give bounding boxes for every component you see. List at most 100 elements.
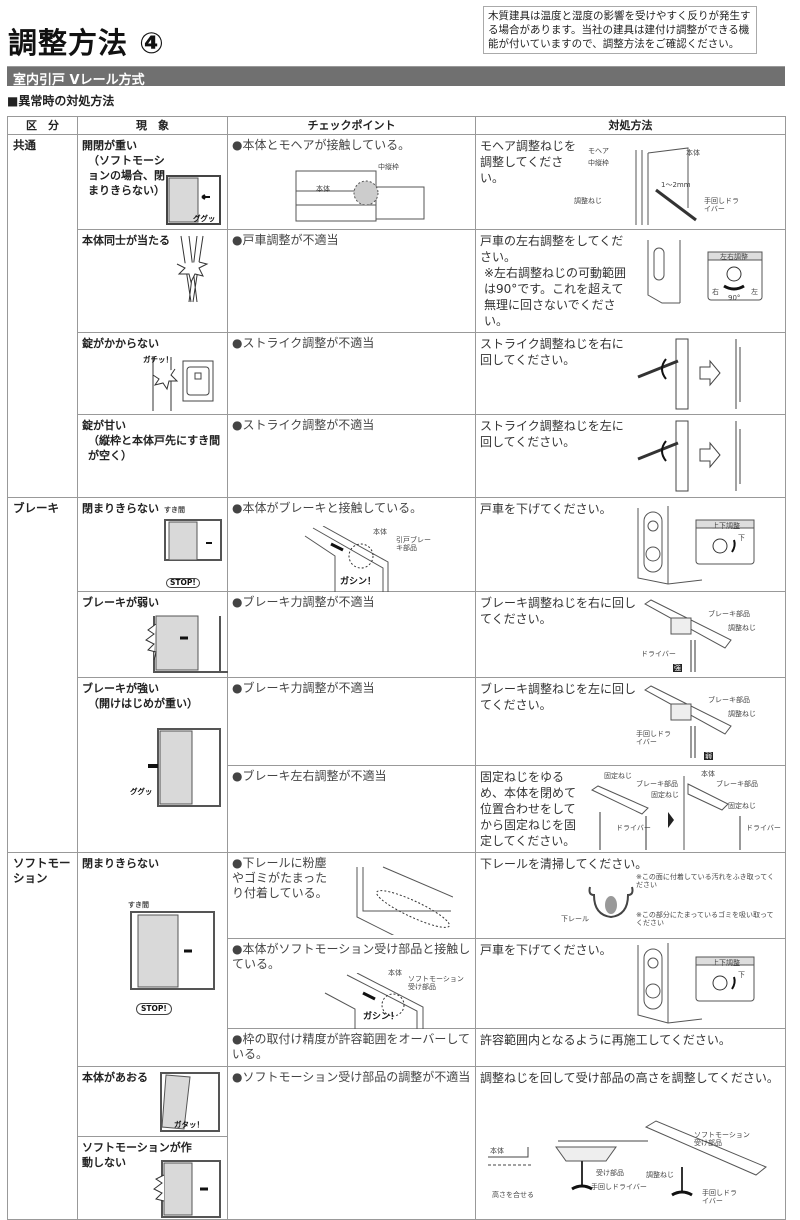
label-brake-part: ブレーキ部品 (636, 780, 678, 788)
brake-screw-left-illustration (644, 685, 732, 758)
phenomenon-cell: ブレーキが強い （開けはじめが重い） ググッ (77, 677, 228, 853)
remedy-cell: ストライク調整ねじを左に回してください。 (475, 414, 786, 498)
label-screw: 調整ねじ (646, 1171, 674, 1179)
door-tilt-illustration (160, 1072, 220, 1132)
header-phenomenon: 現 象 (77, 116, 228, 135)
remedy-text: 戸車の左右調整をしてください。 (480, 234, 624, 264)
label-soft-part: ソフトモーション受け部品 (694, 1131, 750, 1147)
door-gap-illustration (130, 911, 215, 990)
label-hontai: 本体 (490, 1147, 504, 1155)
label-driver: 手回しドライバー (704, 197, 739, 213)
strike-left-illustration (637, 420, 741, 492)
label-driver: ドライバー (616, 824, 651, 832)
label-gap: すき間 (128, 901, 149, 909)
label-90deg: 90° (728, 294, 741, 302)
label-driver: ドライバー (746, 824, 781, 832)
table-row: 共通 開閉が重い （ソフトモーションの場合、閉まりきらない） ググッ ●本体とモ… (7, 134, 786, 498)
label-brake-part: ブレーキ部品 (708, 610, 750, 618)
checkpoint-text: ●本体がブレーキと接触している。 (232, 501, 423, 515)
sound-label: ガタッ！ (174, 1120, 204, 1129)
category-brake: ブレーキ (7, 497, 78, 853)
label-driver: ドライバー (641, 650, 676, 658)
phenomenon-label: 本体同士が当たる (82, 234, 170, 247)
remedy-cell: ブレーキ調整ねじを右に回してください。 ブレーキ部品 調整ねじ ドライバー 強 (475, 591, 786, 678)
phenomenon-cell: 開閉が重い （ソフトモーションの場合、閉まりきらない） ググッ (77, 134, 228, 230)
sound-label: ガシン！ (340, 577, 377, 587)
label-brake-part: 引戸ブレーキ部品 (396, 536, 431, 552)
checkpoint-cell: ●下レールに粉塵やゴミがたまったり付着している。 (227, 852, 476, 939)
sound-label: ググッ (193, 214, 216, 223)
phenomenon-label: 閉まりきらない (82, 502, 159, 515)
phenomenon-cell: 錠がかからない ガチッ！ (77, 332, 228, 415)
remedy-cell: 戸車を下げてください。 上下調整 下 (475, 497, 786, 592)
phenomenon-label: 本体があおる (82, 1071, 148, 1084)
label-lr: 左右調整 (720, 253, 748, 261)
label-hontai: 本体 (701, 770, 715, 778)
sound-label: ガチッ！ (143, 355, 173, 364)
checkpoint-text: ●本体がソフトモーション受け部品と接触している。 (232, 942, 471, 971)
phenomenon-cell: 閉まりきらない すき間 STOP! (77, 852, 228, 1067)
sound-label: ググッ (130, 787, 153, 796)
phenomenon-note: （ソフトモーションの場合、閉まりきらない） (88, 154, 165, 197)
phenomenon-label: 錠が甘い (82, 419, 126, 432)
label-driver: 手回しドライバー (702, 1189, 737, 1205)
checkpoint-cell: ●戸車調整が不適当 (227, 229, 476, 333)
remedy-text: 戸車を下げてください。 (480, 943, 612, 957)
label-fix-screw: 固定ねじ (728, 802, 756, 810)
roller-down-illustration (637, 943, 755, 1024)
label-driver: 手回しドライバー (591, 1183, 647, 1191)
label-right: 右 (712, 288, 719, 296)
section-header: 室内引戸 Vレール方式 (7, 66, 785, 88)
remedy-note: ※左右調整ねじの可動範囲は90°です。これを超えて無理に回さないでください。 (484, 266, 627, 328)
header-remedy: 対処方法 (475, 116, 786, 135)
door-gap-illustration (164, 519, 222, 561)
weak-badge: 弱 (704, 752, 713, 760)
doors-collide-illustration (176, 235, 209, 303)
table-row: ●本体がソフトモーション受け部品と接触している。 本体 ソフトモーション受け部品… (8, 938, 786, 1029)
label-hontai: 本体 (373, 528, 387, 536)
label-gap: すき間 (164, 506, 185, 514)
remedy-cell: 戸車を下げてください。 上下調整 下 (475, 938, 786, 1029)
door-impact-illustration (153, 1160, 221, 1218)
brake-position-illustration (590, 776, 741, 850)
label-height-match: 高さを合せる (492, 1191, 534, 1199)
remedy-cell: 固定ねじをゆるめ、本体を閉めて位置合わせをしてから固定ねじを固定してください。 … (475, 765, 786, 853)
door-impact-illustration (145, 615, 228, 673)
checkpoint-cell: ●枠の取付け精度が許容範囲をオーバーしている。 (227, 1028, 476, 1067)
checkpoint-text: ●本体とモヘアが接触している。 (232, 138, 411, 152)
label-mohair: モヘア (588, 147, 609, 155)
phenomenon-note: （縦枠と本体戸先にすき間が空く） (88, 434, 221, 462)
subsection-heading: ■異常時の対処方法 (7, 94, 115, 108)
phenomenon-label: ソフトモーションが作動しない (82, 1141, 192, 1169)
sound-label: ガシン！ (363, 1012, 400, 1022)
remedy-cell: ストライク調整ねじを右に回してください。 (475, 332, 786, 415)
door-illustration (166, 175, 221, 225)
label-fix-screw: 固定ねじ (651, 791, 679, 799)
phenomenon-label: ブレーキが弱い (82, 596, 159, 609)
table-row: 錠が甘い （縦枠と本体戸先にすき間が空く） ●ストライク調整が不適当 ストライク… (8, 414, 786, 498)
label-frame: 中縦枠 (378, 163, 399, 171)
checkpoint-cell: ●ストライク調整が不適当 (227, 332, 476, 415)
strike-right-illustration (637, 338, 741, 410)
phenomenon-cell: 本体があおる ガタッ！ (77, 1066, 228, 1137)
header-category: 区 分 (7, 116, 78, 135)
header-checkpoint: チェックポイント (227, 116, 476, 135)
roller-down-illustration (637, 506, 755, 585)
checkpoint-cell: ●本体がソフトモーション受け部品と接触している。 本体 ソフトモーション受け部品… (227, 938, 476, 1029)
label-gap: 1〜2mm (661, 181, 691, 189)
checkpoint-text: ●下レールに粉塵やゴミがたまったり付着している。 (232, 856, 328, 900)
phenomenon-label: 開閉が重い (82, 139, 137, 152)
checkpoint-cell: ●ブレーキ力調整が不適当 (227, 591, 476, 678)
label-hontai: 本体 (388, 969, 402, 977)
label-left: 左 (751, 288, 758, 296)
label-fix-screw: 固定ねじ (604, 772, 632, 780)
table-row: ソフトモーション 閉まりきらない すき間 STOP! ●下レールに粉塵やゴミがた… (7, 852, 786, 1220)
label-screw: 調整ねじ (728, 624, 756, 632)
remedy-cell: 下レールを清掃してください。 下レール ※この面に付着している汚れをふき取ってく… (475, 852, 786, 939)
intro-note: 木質建具は温度と湿度の影響を受けやすく反りが発生する場合があります。当社の建具は… (483, 6, 757, 54)
remedy-cell: 戸車の左右調整をしてください。 ※左右調整ねじの可動範囲は90°です。これを超え… (475, 229, 786, 333)
label-soft-part: ソフトモーション受け部品 (408, 975, 464, 991)
rail-note-wipe: ※この面に付着している汚れをふき取ってください (636, 873, 775, 889)
remedy-text: 固定ねじをゆるめ、本体を閉めて位置合わせをしてから固定ねじを固定してください。 (480, 770, 577, 848)
strong-badge: 強 (673, 664, 682, 672)
